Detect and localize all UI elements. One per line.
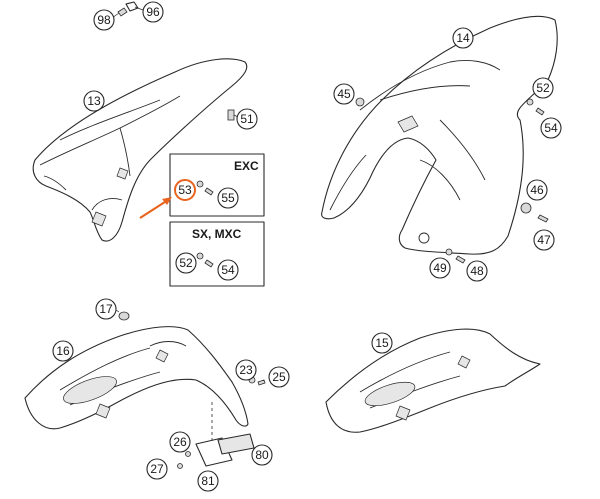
svg-text:16: 16 — [56, 344, 70, 358]
svg-text:17: 17 — [99, 302, 113, 316]
callout-47: 47 — [533, 229, 555, 251]
callout-98: 98 — [93, 9, 115, 31]
callout-23: 23 — [235, 359, 257, 381]
callout-25: 25 — [268, 366, 290, 388]
svg-text:54: 54 — [221, 263, 235, 277]
part-96-98-fasteners — [111, 1, 144, 19]
callout-96: 96 — [142, 1, 164, 23]
callout-55: 55 — [217, 187, 239, 209]
callout-52: 52 — [532, 77, 554, 99]
svg-text:80: 80 — [255, 448, 269, 462]
callout-51: 51 — [236, 108, 258, 130]
callout-17: 17 — [95, 298, 117, 320]
svg-text:13: 13 — [87, 94, 101, 108]
callout-15: 15 — [371, 332, 393, 354]
svg-text:52: 52 — [536, 81, 550, 95]
variant-box-sx-mxc-title: SX, MXC — [192, 227, 242, 241]
part-14-number-plate — [321, 15, 558, 264]
svg-text:52: 52 — [179, 256, 193, 270]
svg-text:23: 23 — [239, 363, 253, 377]
svg-text:96: 96 — [146, 5, 160, 19]
callout-13: 13 — [83, 90, 105, 112]
highlight-arrow — [139, 197, 172, 219]
variant-box-exc-title: EXC — [234, 159, 259, 173]
svg-text:15: 15 — [375, 336, 389, 350]
callout-53-highlighted: 53 — [174, 179, 196, 201]
svg-text:27: 27 — [150, 462, 164, 476]
svg-text:48: 48 — [470, 264, 484, 278]
part-15-front-fender — [325, 328, 541, 433]
svg-text:51: 51 — [240, 112, 254, 126]
svg-text:54: 54 — [544, 121, 558, 135]
svg-text:25: 25 — [272, 370, 286, 384]
callout-81: 81 — [197, 470, 219, 492]
svg-text:26: 26 — [173, 435, 187, 449]
callout-46: 46 — [526, 179, 548, 201]
part-16-front-fender — [24, 309, 266, 469]
callout-16: 16 — [52, 340, 74, 362]
callout-14: 14 — [452, 27, 474, 49]
callout-48: 48 — [466, 260, 488, 282]
callout-49: 49 — [429, 257, 451, 279]
callout-80: 80 — [251, 444, 273, 466]
svg-text:55: 55 — [221, 191, 235, 205]
svg-text:98: 98 — [97, 13, 111, 27]
part-13-rear-fender — [32, 58, 248, 242]
callout-54-variant: 54 — [217, 259, 239, 281]
callout-27: 27 — [146, 458, 168, 480]
svg-text:53: 53 — [178, 183, 192, 197]
callout-52-variant: 52 — [175, 252, 197, 274]
callout-54: 54 — [540, 117, 562, 139]
svg-text:46: 46 — [530, 183, 544, 197]
svg-text:45: 45 — [337, 87, 351, 101]
svg-text:14: 14 — [456, 31, 470, 45]
svg-text:47: 47 — [537, 233, 551, 247]
callout-45: 45 — [333, 83, 355, 105]
svg-text:49: 49 — [433, 261, 447, 275]
svg-text:81: 81 — [201, 474, 215, 488]
callout-26: 26 — [169, 431, 191, 453]
